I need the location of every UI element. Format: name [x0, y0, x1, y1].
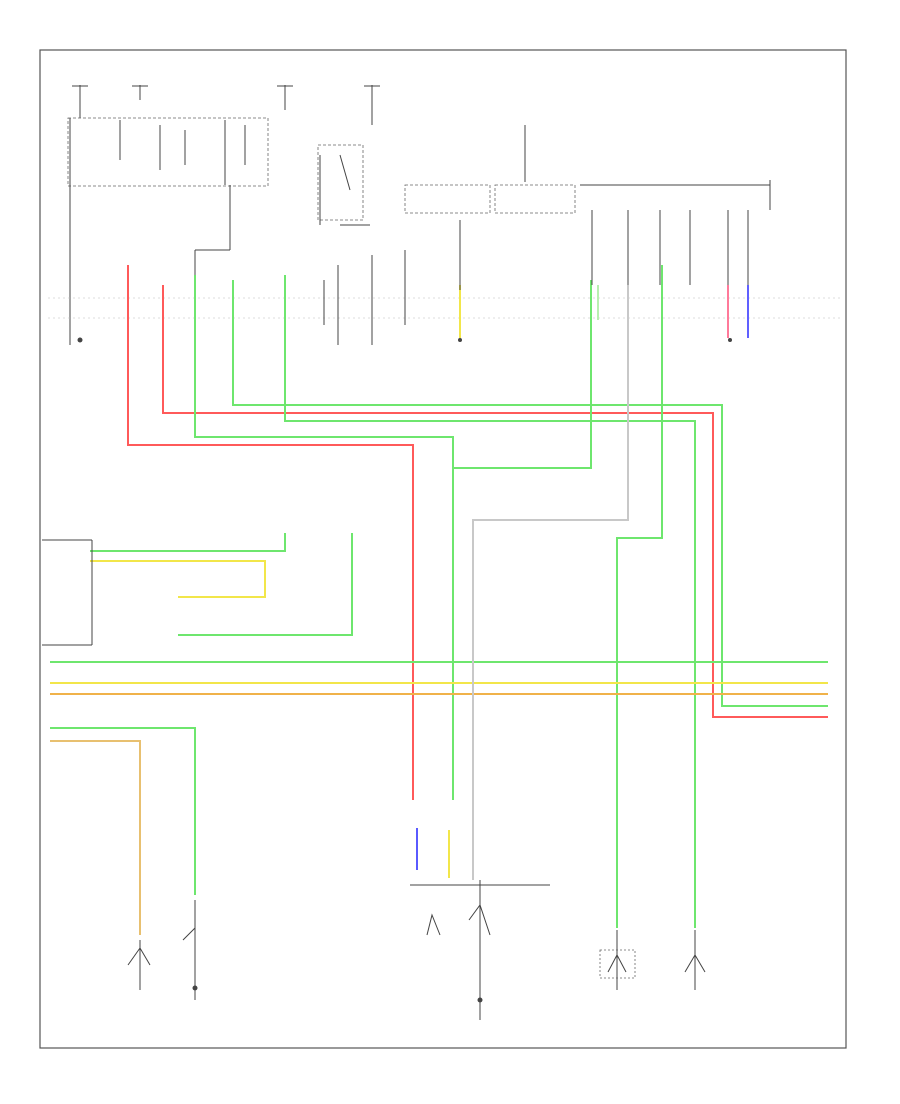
diagram-border	[39, 49, 847, 1049]
relay-block	[67, 117, 269, 320]
wires-blue-pink	[416, 285, 749, 870]
connector-row	[48, 297, 840, 319]
bottom-switches	[127, 903, 706, 979]
left-module	[42, 539, 93, 646]
wires-red	[127, 265, 828, 800]
ground-symbols	[77, 337, 732, 1003]
wires-light	[472, 285, 629, 880]
middle-relays	[317, 144, 771, 226]
wires-orange	[50, 693, 828, 935]
wires-green	[50, 265, 828, 928]
wires-yellow	[50, 285, 828, 878]
top-fuse-feeds	[72, 85, 526, 182]
wires-black	[69, 210, 749, 1020]
